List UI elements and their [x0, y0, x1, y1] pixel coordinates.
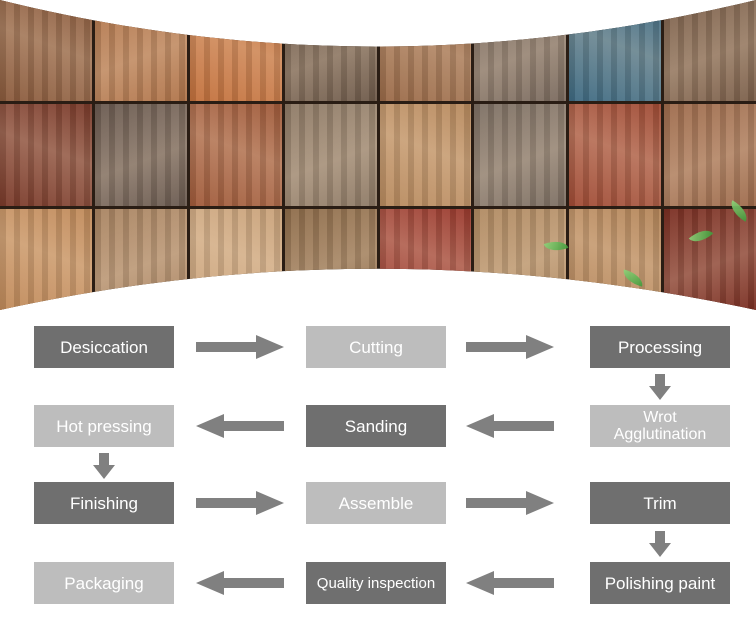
factory-photo-tile [474, 0, 566, 101]
arrow-right-icon [196, 335, 284, 359]
arrow-left-icon [196, 414, 284, 438]
factory-photo-tile [474, 104, 566, 205]
factory-photo-tile [0, 0, 92, 101]
factory-photo-tile [285, 104, 377, 205]
factory-photo-tile [664, 104, 756, 205]
factory-photo-tile [569, 0, 661, 101]
factory-photo-tile [95, 104, 187, 205]
photo-grid [0, 0, 756, 310]
factory-photo-tile [380, 104, 472, 205]
factory-photo-tile [0, 209, 92, 310]
factory-photo-tile [95, 209, 187, 310]
arrow-left-icon [196, 571, 284, 595]
step-hot-pressing: Hot pressing [34, 405, 174, 447]
arrow-right-icon [196, 491, 284, 515]
step-cutting: Cutting [306, 326, 446, 368]
factory-photo-tile [95, 0, 187, 101]
step-trim: Trim [590, 482, 730, 524]
factory-photo-tile [190, 209, 282, 310]
step-polishing-paint: Polishing paint [590, 562, 730, 604]
factory-photo-tile [380, 0, 472, 101]
factory-photo-tile [190, 0, 282, 101]
arrow-down-icon [649, 374, 671, 400]
factory-photo-tile [190, 104, 282, 205]
factory-photo-tile [380, 209, 472, 310]
factory-photo-tile [285, 209, 377, 310]
step-wrot-agglutination: Wrot Agglutination [590, 405, 730, 447]
factory-photo-tile [569, 104, 661, 205]
arrow-down-icon [93, 453, 115, 479]
step-processing: Processing [590, 326, 730, 368]
factory-photo-tile [474, 209, 566, 310]
step-quality-inspection: Quality inspection [306, 562, 446, 604]
factory-photo-tile [664, 0, 756, 101]
step-assemble: Assemble [306, 482, 446, 524]
step-finishing: Finishing [34, 482, 174, 524]
arrow-left-icon [466, 414, 554, 438]
arrow-down-icon [649, 531, 671, 557]
factory-photo-tile [569, 209, 661, 310]
step-sanding: Sanding [306, 405, 446, 447]
arrow-left-icon [466, 571, 554, 595]
arrow-right-icon [466, 491, 554, 515]
factory-photo-wall [0, 0, 756, 310]
factory-photo-tile [285, 0, 377, 101]
step-desiccation: Desiccation [34, 326, 174, 368]
step-packaging: Packaging [34, 562, 174, 604]
factory-photo-tile [664, 209, 756, 310]
arrow-right-icon [466, 335, 554, 359]
factory-photo-tile [0, 104, 92, 205]
